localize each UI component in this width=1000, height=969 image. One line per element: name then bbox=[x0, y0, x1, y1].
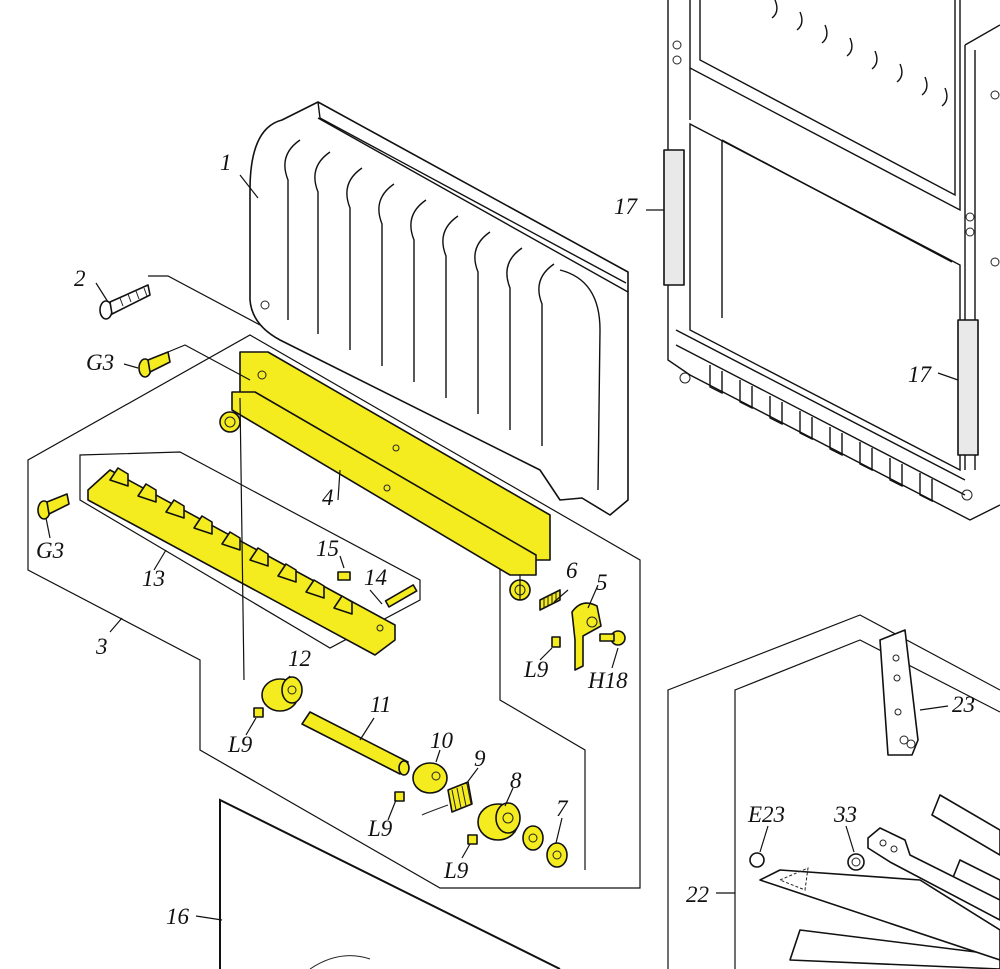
callout-3: 3 bbox=[95, 634, 108, 659]
callout-11: 11 bbox=[370, 692, 391, 717]
frame-holes bbox=[672, 40, 1000, 267]
part-l9-pin-a[interactable] bbox=[551, 636, 561, 648]
part-7-washers[interactable] bbox=[522, 825, 568, 868]
part-l9-pin-b[interactable] bbox=[253, 707, 264, 718]
callout-15: 15 bbox=[316, 536, 339, 561]
callout-9: 9 bbox=[474, 746, 486, 771]
callout-g3-upper: G3 bbox=[86, 350, 114, 375]
part-33-nut[interactable] bbox=[847, 853, 865, 871]
part-g3-screw-upper[interactable] bbox=[138, 351, 171, 378]
callout-g3-lower: G3 bbox=[36, 538, 64, 563]
callout-4: 4 bbox=[322, 485, 334, 510]
callout-6: 6 bbox=[566, 558, 578, 583]
leader-lines bbox=[45, 174, 959, 921]
callout-l9-b: L9 bbox=[227, 732, 253, 757]
lower-right-rails bbox=[759, 794, 1000, 969]
callout-l9-d: L9 bbox=[443, 858, 469, 883]
callout-12: 12 bbox=[288, 646, 311, 671]
callout-13: 13 bbox=[142, 566, 165, 591]
part-5-latch[interactable] bbox=[571, 602, 602, 671]
part-8-collar[interactable] bbox=[477, 802, 521, 841]
bottom-comb bbox=[675, 329, 973, 503]
lower-right-plate bbox=[867, 827, 1000, 921]
callout-5: 5 bbox=[596, 570, 608, 595]
callout-14: 14 bbox=[364, 565, 387, 590]
part-23-bracket[interactable] bbox=[879, 629, 919, 756]
callout-17-lower: 17 bbox=[908, 362, 933, 387]
callout-10: 10 bbox=[430, 728, 454, 753]
callout-e23: E23 bbox=[747, 802, 785, 827]
callout-labels: 1 2 G3 G3 3 4 13 14 15 6 5 L9 H18 12 L9 … bbox=[36, 150, 975, 929]
part-g3-screw-lower[interactable] bbox=[37, 493, 70, 520]
callout-23: 23 bbox=[952, 692, 975, 717]
callout-1: 1 bbox=[220, 150, 232, 175]
part-12-collar[interactable] bbox=[261, 676, 303, 712]
callout-17-upper: 17 bbox=[614, 194, 639, 219]
part-11-shaft[interactable] bbox=[301, 711, 410, 776]
callout-8: 8 bbox=[510, 768, 522, 793]
callout-2: 2 bbox=[74, 266, 86, 291]
assembly-13-outline bbox=[79, 451, 421, 649]
part-14-pin[interactable] bbox=[384, 584, 418, 608]
part-16-panel bbox=[219, 798, 561, 969]
part-9-spring[interactable] bbox=[421, 781, 473, 816]
part-17-upper-strip bbox=[663, 149, 685, 286]
subgroup-outline bbox=[499, 540, 586, 870]
part-10-collar[interactable] bbox=[412, 762, 448, 794]
part-e23-screw[interactable] bbox=[749, 852, 765, 868]
part-l9-pin-d[interactable] bbox=[467, 834, 478, 845]
callout-h18: H18 bbox=[587, 668, 628, 693]
part-15-nut[interactable] bbox=[337, 571, 351, 581]
callout-16: 16 bbox=[166, 904, 190, 929]
part-h18-screw[interactable] bbox=[599, 630, 626, 646]
callout-33: 33 bbox=[833, 802, 857, 827]
assembly-22-inner-outline bbox=[734, 639, 1000, 969]
callout-l9-a: L9 bbox=[523, 657, 549, 682]
part-13-comb[interactable] bbox=[87, 467, 396, 656]
assembly-22-outline bbox=[667, 614, 1000, 969]
top-comb-teeth bbox=[771, 0, 948, 107]
part-17-lower-strip bbox=[957, 319, 979, 456]
callout-22: 22 bbox=[686, 882, 709, 907]
cover-ribs bbox=[284, 139, 555, 446]
part-2-screw[interactable] bbox=[99, 284, 151, 320]
part-1-cover-block bbox=[249, 101, 629, 516]
part-6-spring[interactable] bbox=[539, 589, 561, 611]
callout-7: 7 bbox=[556, 796, 569, 821]
assembly-3-outline bbox=[27, 334, 641, 889]
comb-fingers bbox=[109, 467, 353, 615]
part-l9-pin-c[interactable] bbox=[394, 791, 405, 802]
frame-assembly bbox=[663, 0, 1000, 521]
callout-l9-c: L9 bbox=[367, 816, 393, 841]
